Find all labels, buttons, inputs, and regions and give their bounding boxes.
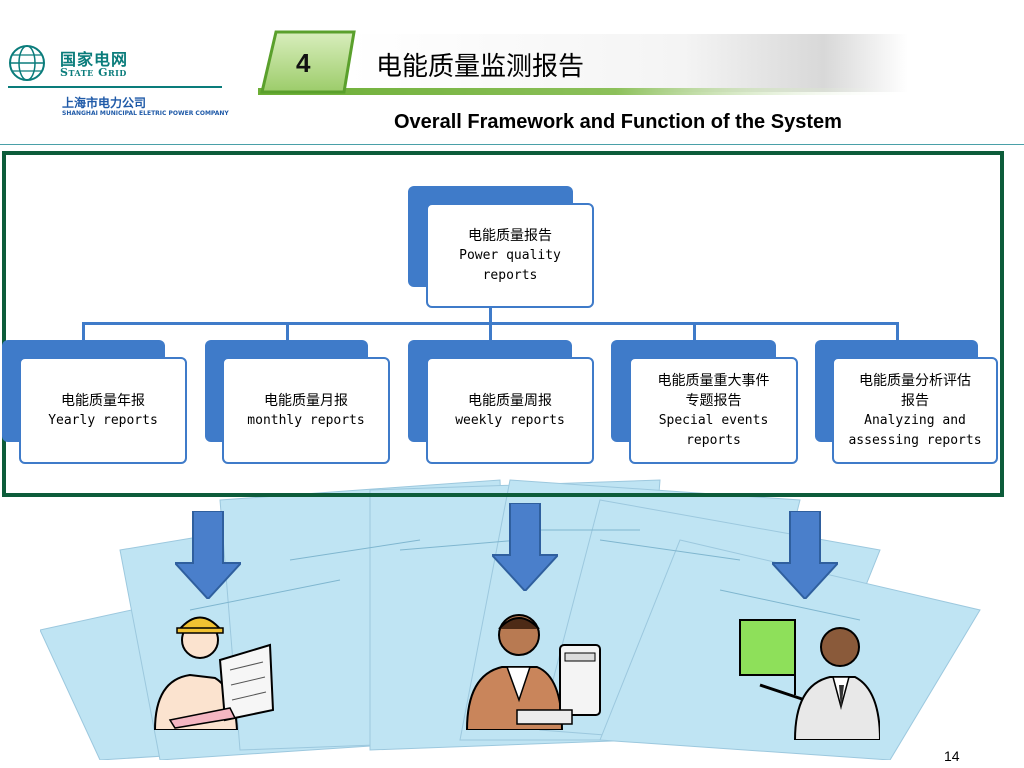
connector-child-2: [286, 322, 289, 342]
engineer-with-blueprint-icon: [153, 616, 275, 730]
root-node-cn: 电能质量报告: [468, 227, 552, 244]
presenter-with-chart-icon: [739, 619, 880, 740]
businessman-at-computer-icon: [465, 614, 601, 730]
child-node-yearly: 电能质量年报 Yearly reports: [2, 340, 187, 464]
child-node-en-1: Special events: [658, 412, 769, 428]
section-number: 4: [296, 48, 311, 78]
child-node-cn-2: 专题报告: [685, 392, 742, 409]
page-number: 14: [944, 748, 960, 764]
down-arrow-right-icon: [772, 511, 838, 599]
down-arrow-center-icon: [492, 503, 558, 591]
title-bar: [258, 30, 908, 95]
root-node-en-2: reports: [482, 267, 538, 283]
child-node-cn: 电能质量月报: [264, 392, 348, 409]
logo-english-name: State Grid: [60, 66, 127, 79]
child-node-cn: 电能质量周报: [468, 392, 552, 409]
child-node-cn-1: 电能质量重大事件: [657, 372, 770, 389]
child-node-en-1: Analyzing and: [864, 412, 966, 428]
child-node-cn-2: 报告: [901, 392, 929, 409]
logo-divider: [8, 86, 222, 88]
connector-child-3: [489, 322, 492, 342]
child-node-en: Yearly reports: [48, 412, 158, 428]
child-node-analyzing: 电能质量分析评估 报告 Analyzing and assessing repo…: [815, 340, 998, 464]
child-node-monthly: 电能质量月报 monthly reports: [205, 340, 390, 464]
child-node-weekly: 电能质量周报 weekly reports: [408, 340, 594, 464]
child-node-cn-1: 电能质量分析评估: [859, 372, 971, 389]
connector-child-4: [693, 322, 696, 342]
page-title: 电能质量监测报告: [376, 52, 585, 82]
down-arrow-left-icon: [175, 511, 241, 599]
connector-root-down: [489, 305, 492, 325]
child-node-en: monthly reports: [247, 412, 365, 428]
root-node: 电能质量报告 Power quality reports: [408, 186, 594, 308]
child-node-en-2: reports: [686, 432, 741, 448]
company-english-name: SHANGHAI MUNICIPAL ELETRIC POWER COMPANY: [62, 110, 229, 117]
child-node-en-2: assessing reports: [848, 432, 982, 448]
connector-child-5: [896, 322, 899, 342]
page-subtitle: Overall Framework and Function of the Sy…: [394, 111, 842, 133]
root-node-en-1: Power quality: [459, 247, 561, 263]
connector-child-1: [82, 322, 85, 342]
diagram-frame: [2, 151, 1004, 497]
child-node-en: weekly reports: [455, 412, 565, 428]
child-node-cn: 电能质量年报: [61, 392, 145, 409]
logo-chinese-name: 国家电网: [60, 50, 129, 69]
state-grid-logo-icon: [9, 45, 45, 81]
child-node-special-events: 电能质量重大事件 专题报告 Special events reports: [611, 340, 798, 464]
company-chinese-name: 上海市电力公司: [62, 96, 147, 110]
header-rule: [0, 144, 1024, 145]
